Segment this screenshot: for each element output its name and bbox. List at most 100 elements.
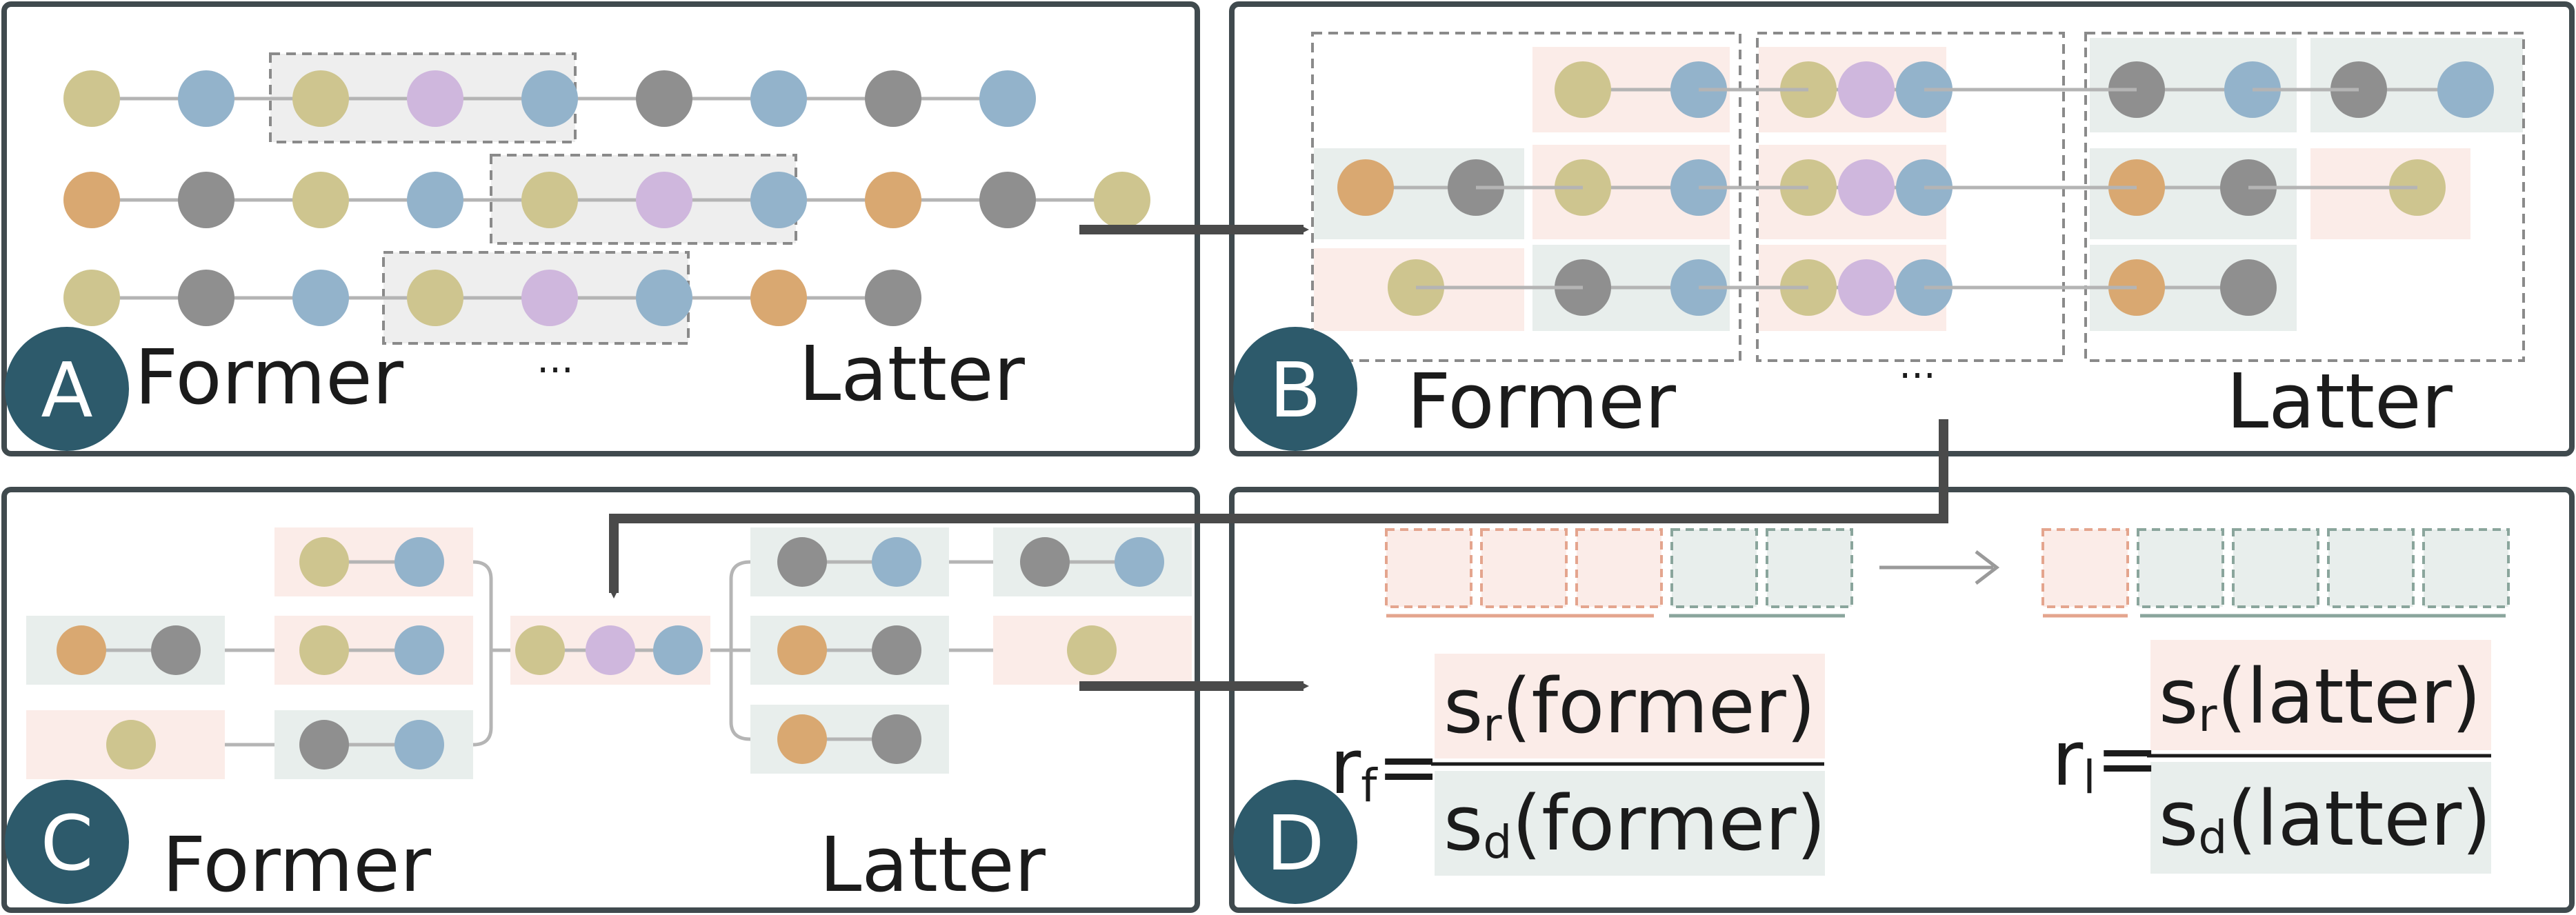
latter-token-box-green xyxy=(2327,528,2415,608)
latter-numerator-bg xyxy=(2150,640,2491,750)
panel-a-row2-node-orange xyxy=(63,172,120,228)
panel-c-seg6-node-blue xyxy=(653,625,703,675)
panel-a-row1-node-gray xyxy=(865,70,921,127)
panel-b-ellipsis: ... xyxy=(1899,343,1935,388)
latter-token-box-green xyxy=(2422,528,2510,608)
panel-c-right-bracket xyxy=(710,560,751,741)
former-den-arg: (former) xyxy=(1512,779,1826,867)
panel-b-seg1-node-olive xyxy=(1555,61,1611,118)
panel-b-seg2-node-purple xyxy=(1838,61,1895,118)
panel-a-ellipsis: ... xyxy=(537,337,573,382)
panel-c-seg1-node-blue xyxy=(395,537,444,587)
panel-a-row3-node-gray xyxy=(865,270,921,326)
latter-ratio-equals: = xyxy=(2096,714,2159,803)
panel-b-latter-group xyxy=(2084,32,2525,362)
panel-b-badge xyxy=(1233,327,1357,451)
panel-c-seg3-node-blue xyxy=(395,625,444,675)
panel-b-latter-label: Latter xyxy=(2226,357,2453,445)
latter-denominator-bg xyxy=(2150,762,2491,874)
panel-a-row3-node-blue xyxy=(292,270,349,326)
panel-a-row1-node-olive xyxy=(63,70,120,127)
panel-c-seg3-node-olive xyxy=(299,625,349,675)
panel-c-badge-letter: C xyxy=(41,799,94,887)
panel-a-row3-node-orange xyxy=(750,270,807,326)
panel-d-box-rows xyxy=(1385,528,2510,608)
panel-a-row3-node-olive xyxy=(407,270,463,326)
panel-a-row3-node-blue xyxy=(636,270,692,326)
panel-c-seg9-node-orange xyxy=(777,625,827,675)
panel-c-seg10-node-olive xyxy=(1067,625,1117,675)
panel-c-seg5-node-gray xyxy=(299,720,349,770)
panel-c-badge xyxy=(5,780,129,904)
panel-a-row3-node-gray xyxy=(178,270,234,326)
panel-a-sequences xyxy=(63,70,1150,326)
panel-a-row1-node-blue xyxy=(178,70,234,127)
former-ratio-lhs-sub: f xyxy=(1361,759,1378,812)
panel-a-row2-node-olive xyxy=(1094,172,1150,228)
panel-c-seg2-node-gray xyxy=(151,625,201,675)
panel-a-former-label: Former xyxy=(134,333,404,421)
panel-b-former-group xyxy=(1311,32,1741,362)
former-numerator-bg xyxy=(1435,654,1825,758)
panel-a-row3-node-purple xyxy=(521,270,578,326)
panel-b-former-label: Former xyxy=(1407,357,1677,445)
panel-a-row2-node-orange xyxy=(865,172,921,228)
former-token-box-pink xyxy=(1575,528,1663,608)
panel-c-seg8-node-gray xyxy=(1020,537,1070,587)
panel-b-badge-letter: B xyxy=(1269,346,1321,434)
panel-c-seg8-node-blue xyxy=(1115,537,1164,587)
former-token-box-green xyxy=(1670,528,1758,608)
panel-c-seg2-node-orange xyxy=(57,625,106,675)
latter-ratio-lhs: rl= xyxy=(2052,714,2159,804)
panel-c-seg11-node-orange xyxy=(777,714,827,764)
panel-b-seg7-node-purple xyxy=(1838,159,1895,216)
panel-b-seg4-node-blue xyxy=(2437,61,2494,118)
panel-c-latter-label: Latter xyxy=(819,821,1046,909)
panel-c: Former Latter C xyxy=(5,527,1192,909)
panel-d: rf= sr(former) sd(former) rl= sr(latter)… xyxy=(1233,528,2510,904)
panel-a-row2-node-purple xyxy=(636,172,692,228)
panel-c-left-bracket xyxy=(472,560,510,747)
panel-a-row1-node-blue xyxy=(750,70,807,127)
former-denominator: sd(former) xyxy=(1444,779,1826,869)
panel-c-former-label: Former xyxy=(162,821,432,909)
panel-a-row1-node-blue xyxy=(979,70,1036,127)
arrow-b-to-c xyxy=(609,419,1948,599)
panel-c-seg9-node-gray xyxy=(872,625,921,675)
panel-c-seg7-node-gray xyxy=(777,537,827,587)
panel-c-seg4-node-olive xyxy=(106,720,156,770)
panel-b-seg12-node-purple xyxy=(1838,259,1895,316)
former-ratio-equals: = xyxy=(1377,723,1440,811)
former-denominator-bg xyxy=(1435,771,1825,876)
panel-d-transition-arrow-head xyxy=(1975,550,2000,585)
former-token-box-pink xyxy=(1385,528,1472,608)
panel-b-seg5-node-orange xyxy=(1337,159,1394,216)
former-token-box-pink xyxy=(1480,528,1568,608)
latter-ratio-lhs-base: r xyxy=(2052,714,2084,803)
latter-den-arg: (latter) xyxy=(2227,774,2491,863)
panel-a-row3-node-olive xyxy=(63,270,120,326)
former-ratio-lhs: rf= xyxy=(1330,723,1441,812)
panel-d-badge-letter: D xyxy=(1266,799,1325,887)
latter-num-base: s xyxy=(2159,652,2198,741)
panel-a: ... Former Latter A xyxy=(5,52,1150,451)
panel-b: ... Former Latter B xyxy=(1233,32,2525,451)
panel-b-sequences xyxy=(1337,61,2494,316)
panel-a-row1-node-purple xyxy=(407,70,463,127)
latter-num-arg: (latter) xyxy=(2217,652,2481,741)
panel-a-latter-label: Latter xyxy=(799,330,1026,418)
panel-a-row2-node-olive xyxy=(292,172,349,228)
panel-b-middle-group xyxy=(1756,32,2065,362)
panel-a-row2-node-blue xyxy=(750,172,807,228)
panel-a-badge xyxy=(5,327,129,451)
panel-a-badge-letter: A xyxy=(41,346,92,434)
panel-c-seg5-node-blue xyxy=(395,720,444,770)
panel-d-badge xyxy=(1233,780,1357,904)
former-den-sub: d xyxy=(1483,816,1512,869)
panel-a-row2-node-gray xyxy=(979,172,1036,228)
former-token-box-green xyxy=(1766,528,1853,608)
former-num-base: s xyxy=(1444,662,1483,750)
latter-denominator: sd(latter) xyxy=(2159,774,2491,864)
latter-numerator: sr(latter) xyxy=(2159,652,2481,742)
